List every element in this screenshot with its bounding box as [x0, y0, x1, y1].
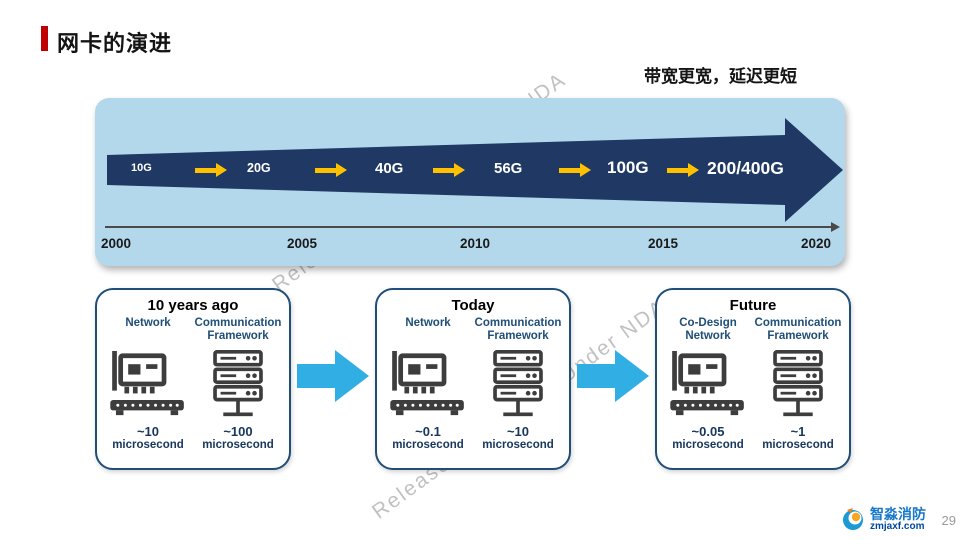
latency-unit: microsecond — [112, 439, 184, 451]
yellow-arrow-icon — [433, 163, 465, 177]
latency-unit: microsecond — [762, 439, 834, 451]
site-logo: 智淼消防 zmjaxf.com — [841, 507, 926, 532]
yellow-arrow-icon — [667, 163, 699, 177]
yellow-arrow-icon — [559, 163, 591, 177]
speed-label-100g: 100G — [607, 158, 649, 177]
era-title: 10 years ago — [147, 297, 239, 314]
column-label: Communication Framework — [754, 317, 842, 343]
year-label: 2005 — [287, 236, 318, 251]
network-column: Network ~ — [103, 317, 193, 451]
server-stack-icon — [492, 345, 544, 423]
year-label: 2020 — [801, 236, 832, 251]
era-card-10-years-ago: 10 years ago Network — [95, 288, 291, 470]
latency-value: ~10 — [506, 424, 530, 439]
server-stack-icon — [212, 345, 264, 423]
latency-value: ~1 — [790, 424, 806, 439]
title-accent-bar — [41, 26, 48, 51]
bandwidth-timeline-band: 10G 20G 40G 56G 100G 200/400G 2000 2005 … — [95, 98, 845, 266]
latency-unit: microsecond — [202, 439, 274, 451]
logo-domain: zmjaxf.com — [870, 520, 925, 532]
timeline-axis — [105, 222, 840, 232]
nic-icon — [670, 345, 746, 423]
flow-arrow-icon — [297, 350, 369, 402]
yellow-arrow-icon — [315, 163, 347, 177]
speed-label-20g: 20G — [247, 161, 271, 175]
column-label: Communication Framework — [474, 317, 562, 343]
speed-label-40g: 40G — [375, 160, 404, 177]
bandwidth-growth-arrow — [107, 118, 843, 222]
latency-value: ~100 — [223, 424, 253, 439]
era-title: Today — [451, 297, 495, 314]
column-label: Communication Framework — [194, 317, 282, 343]
latency-unit: microsecond — [672, 439, 744, 451]
framework-column: Communication Framework ~100 microsecond — [193, 317, 283, 451]
logo-name: 智淼消防 — [870, 505, 926, 522]
latency-value: ~10 — [136, 424, 160, 439]
yellow-arrow-icon — [195, 163, 227, 177]
network-column: Network ~ — [383, 317, 473, 451]
nic-icon — [110, 345, 186, 423]
speed-label-56g: 56G — [494, 160, 523, 177]
latency-value: ~0.1 — [415, 424, 441, 439]
era-title: Future — [729, 297, 777, 314]
year-label: 2000 — [101, 236, 132, 251]
speed-label-200-400g: 200/400G — [707, 158, 784, 178]
year-label: 2010 — [460, 236, 491, 251]
flow-arrow-icon — [577, 350, 649, 402]
subtitle: 带宽更宽，延迟更短 — [644, 67, 797, 86]
era-card-future: Future Co-Design Network — [655, 288, 851, 470]
column-label: Network — [405, 317, 451, 329]
latency-unit: microsecond — [392, 439, 464, 451]
latency-unit: microsecond — [482, 439, 554, 451]
server-stack-icon — [772, 345, 824, 423]
era-card-today: Today Network — [375, 288, 571, 470]
year-label: 2015 — [648, 236, 679, 251]
latency-value: ~0.05 — [691, 424, 725, 439]
nic-icon — [390, 345, 466, 423]
column-label: Network — [125, 317, 171, 329]
logo-icon — [843, 508, 863, 531]
speed-label-10g: 10G — [131, 162, 152, 174]
network-column: Co-Design Network — [663, 317, 753, 451]
framework-column: Communication Framework ~10 microsecond — [473, 317, 563, 451]
column-label: Co-Design Network — [679, 317, 737, 343]
page-title: 网卡的演进 — [57, 31, 173, 56]
page-number: 29 — [941, 513, 956, 528]
framework-column: Communication Framework ~1 microsecond — [753, 317, 843, 451]
